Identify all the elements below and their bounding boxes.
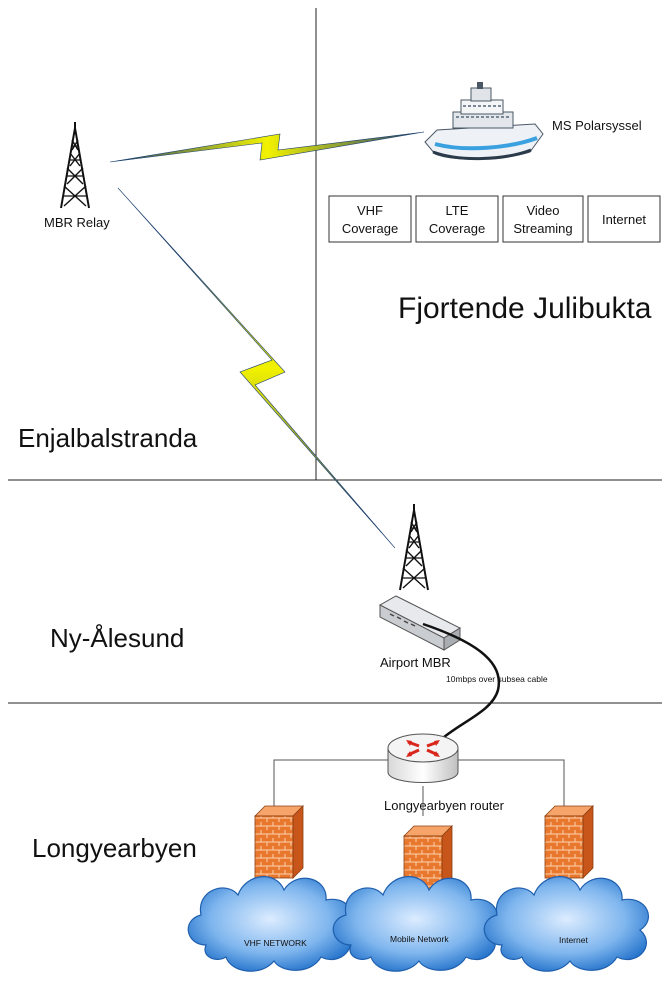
cloud-label-vhf: VHF NETWORK — [244, 938, 307, 948]
network-switch-icon — [378, 595, 462, 651]
service-label-line1: LTE — [446, 203, 469, 218]
router-connection-lines — [273, 759, 565, 816]
radio-tower-icon — [60, 121, 90, 209]
subsea-cable — [422, 622, 501, 743]
airport-mbr-label: Airport MBR — [380, 655, 451, 670]
region-label-fjortende: Fjortende Julibukta — [398, 292, 652, 325]
service-label-line2: Coverage — [429, 221, 485, 236]
cable-label: 10mbps over subsea cable — [446, 674, 548, 684]
service-label-line1: Internet — [602, 212, 646, 227]
firewall-icon — [544, 805, 594, 879]
cloud-icon — [483, 876, 650, 972]
service-label-line1: Video — [526, 203, 559, 218]
region-label-enjalbalstranda: Enjalbalstranda — [18, 423, 198, 453]
region-label-longyearbyen: Longyearbyen — [32, 833, 197, 863]
mbr-relay-label: MBR Relay — [44, 215, 110, 230]
service-box-vhf: VHF Coverage — [328, 195, 412, 243]
service-box-lte: LTE Coverage — [415, 195, 499, 243]
cloud-icon — [187, 876, 354, 972]
service-box-internet: Internet — [587, 195, 661, 243]
cloud-label-internet: Internet — [559, 935, 588, 945]
ship-icon — [424, 82, 544, 161]
firewall-icon — [254, 805, 304, 879]
wireless-link-bolt-ship — [109, 131, 425, 163]
router-icon — [387, 733, 459, 783]
service-box-video: Video Streaming — [502, 195, 584, 243]
region-label-ny-alesund: Ny-Ålesund — [50, 623, 184, 653]
service-label-line2: Streaming — [513, 221, 572, 236]
service-label-line1: VHF — [357, 203, 383, 218]
radio-tower-icon — [399, 503, 429, 591]
cloud-label-mobile: Mobile Network — [390, 934, 449, 944]
router-label: Longyearbyen router — [384, 798, 505, 813]
service-label-line2: Coverage — [342, 221, 398, 236]
cloud-icon — [332, 876, 499, 972]
ship-label: MS Polarsyssel — [552, 118, 642, 133]
wireless-link-bolt-airport — [117, 187, 396, 549]
